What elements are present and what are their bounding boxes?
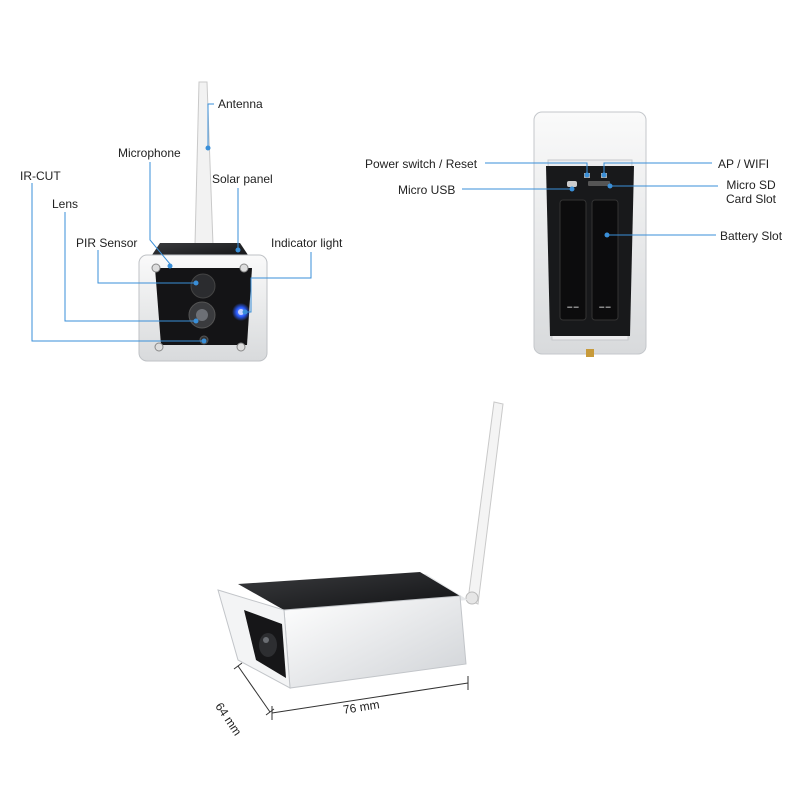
leader-power-switch [485,162,588,175]
leader-indicator [245,252,312,313]
leader-ap-wifi [603,162,712,175]
battery-compartment [546,166,634,336]
label-lens: Lens [52,197,79,211]
label-solar-panel: Solar panel [212,172,273,186]
label-ir-cut: IR-CUT [20,169,61,183]
back-view-leader-lines [462,162,718,236]
label-microphone: Microphone [118,146,181,160]
solar-panel-shape [150,243,250,258]
side-view-dimension-lines [233,662,469,720]
front-view-leader-lines [31,103,312,342]
label-battery-slot: Battery Slot [720,229,783,243]
leader-pir [97,250,196,284]
dim-length-line [271,682,469,714]
side-solar-panel [238,572,460,610]
leader-microphone [149,162,171,265]
antenna-connector [586,349,594,357]
micro-usb-port [567,181,577,187]
front-view-camera [138,81,268,362]
svg-text:▬ ▬: ▬ ▬ [599,304,610,310]
back-view-camera: ▬ ▬ ▬ ▬ [533,111,647,357]
label-micro-sd: Micro SD Card Slot [718,178,784,206]
label-micro-usb: Micro USB [398,183,456,197]
svg-text:▬ ▬: ▬ ▬ [567,304,578,310]
side-antenna-shape [467,401,504,605]
leader-lens [64,212,196,322]
side-view-camera [217,401,504,689]
label-micro-sd-line1: Micro SD [726,178,776,192]
antenna-shape [194,81,214,246]
label-power-switch-reset: Power switch / Reset [365,157,478,171]
leader-ir-cut [31,183,204,342]
pir-sensor-shape [190,273,216,299]
dim-height-line [237,665,271,713]
label-micro-sd-line2: Card Slot [725,192,777,206]
back-view-leader-dots [569,172,613,238]
leader-antenna [207,103,214,148]
front-view-leader-dots [193,145,248,344]
battery-cell-1 [559,199,587,321]
label-indicator-light: Indicator light [271,236,343,250]
side-body-long [283,595,467,689]
micro-sd-slot [588,181,610,186]
label-ap-wifi: AP / WIFI [718,157,770,171]
label-pir-sensor: PIR Sensor [76,236,138,250]
label-antenna: Antenna [218,97,263,111]
battery-cell-2 [591,199,619,321]
